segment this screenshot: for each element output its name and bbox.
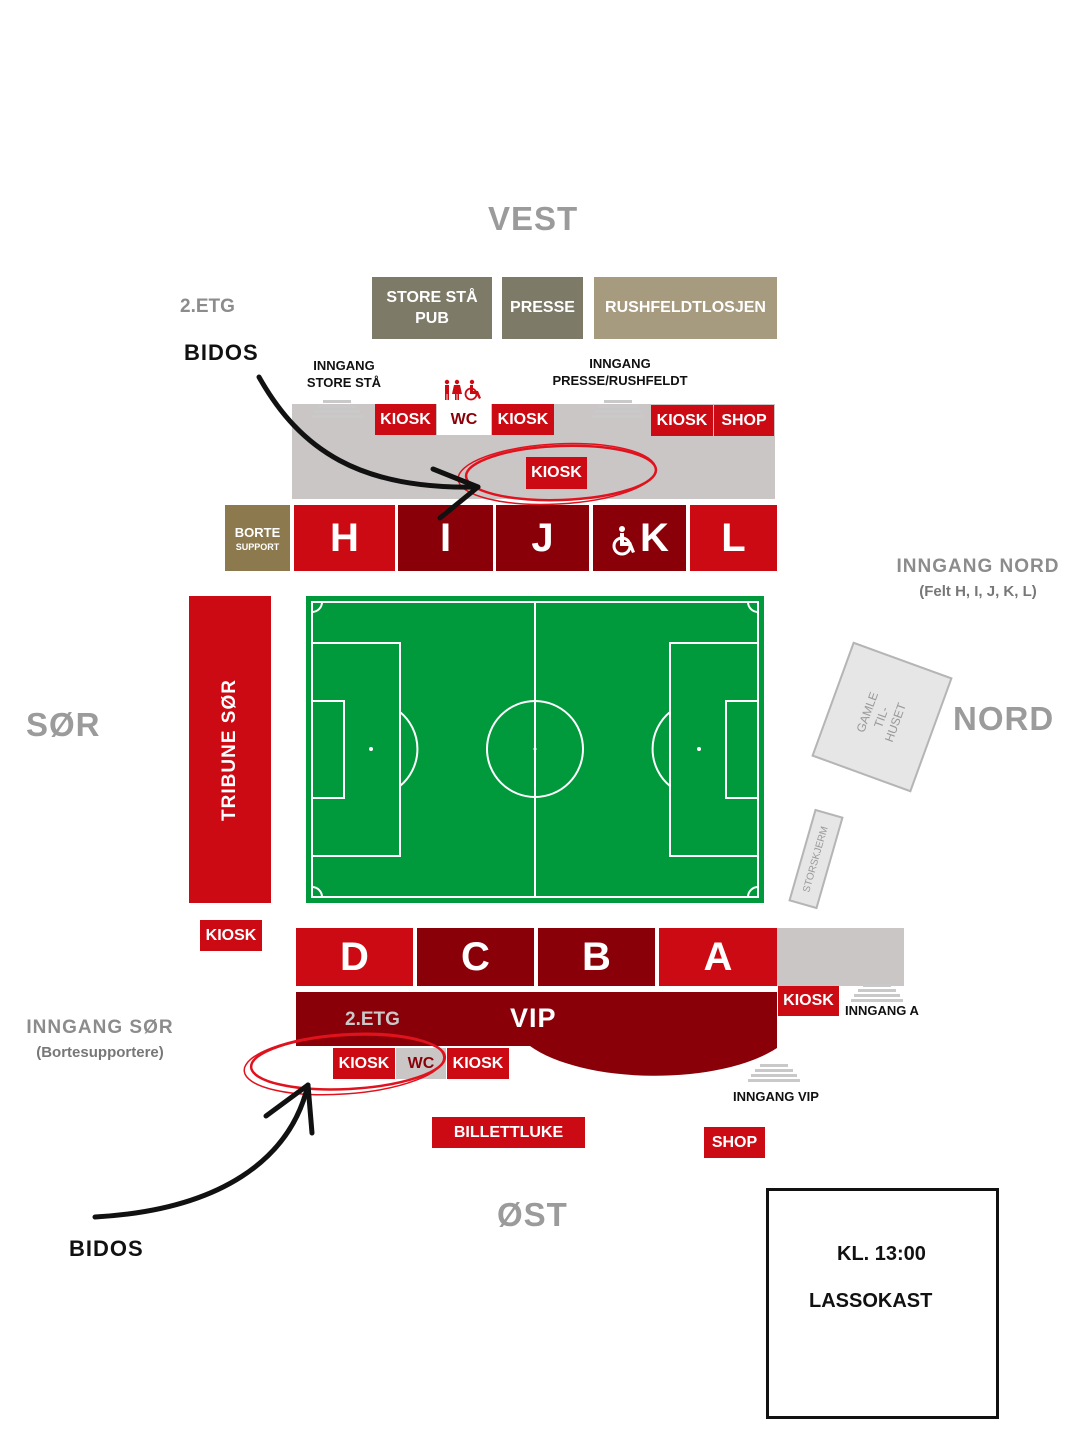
east-kiosk-right[interactable]: KIOSK: [447, 1048, 509, 1079]
borte-support-label-2: SUPPORT: [235, 541, 280, 552]
presse-label: PRESSE: [510, 299, 575, 316]
section-c-label: C: [461, 934, 490, 979]
entrance-a-label: INNGANG A: [845, 1003, 919, 1018]
store-sta-pub[interactable]: STORE STÅ PUB: [372, 277, 492, 339]
billettluke-label: BILLETTLUKE: [453, 1123, 564, 1141]
section-k[interactable]: K: [593, 505, 686, 571]
vip-upper-floor-label: 2.ETG: [345, 1009, 400, 1030]
section-d-label: D: [340, 934, 369, 979]
tribune-sor-label: TRIBUNE SØR: [219, 678, 240, 821]
west-kiosk-2-label: KIOSK: [497, 410, 549, 428]
wheelchair-icon: [610, 522, 638, 556]
west-wc[interactable]: WC: [437, 404, 491, 435]
section-d[interactable]: D: [296, 928, 413, 986]
entrance-vip-label: INNGANG VIP: [733, 1089, 819, 1104]
entrance-presse-label: INNGANG PRESSE/RUSHFELDT: [552, 356, 688, 388]
vip-area[interactable]: 2.ETG VIP: [296, 992, 777, 1098]
east-concourse-a: [777, 928, 904, 986]
stairs-store-sta-icon: [311, 398, 363, 418]
compass-west: VEST: [488, 200, 579, 237]
entrance-south-title: INNGANG SØR: [26, 1017, 174, 1038]
borte-support-label-1: BORTE: [234, 524, 281, 540]
west-kiosk-1-label: KIOSK: [380, 410, 431, 428]
section-i-label: I: [439, 515, 452, 560]
gamle-til-huset[interactable]: GAMLE TIL-HUSET: [811, 641, 953, 793]
west-kiosk-1[interactable]: KIOSK: [375, 404, 436, 435]
south-kiosk-label: KIOSK: [205, 926, 257, 944]
vip-label: VIP: [510, 1003, 557, 1033]
stairs-presse-icon: [592, 398, 644, 418]
section-b[interactable]: B: [538, 928, 655, 986]
kiosk-a-label: KIOSK: [783, 992, 834, 1009]
east-wc[interactable]: WC: [396, 1048, 446, 1079]
football-pitch: [306, 596, 764, 903]
west-upper-floor-label: 2.ETG: [180, 296, 235, 317]
bidos-label-bottom: BIDOS: [69, 1236, 144, 1261]
section-c[interactable]: C: [417, 928, 534, 986]
rushfeldtlosjen-label: RUSHFELDTLOSJEN: [605, 299, 766, 316]
east-kiosk-right-label: KIOSK: [452, 1054, 504, 1072]
section-l-label: L: [721, 515, 746, 560]
presse[interactable]: PRESSE: [502, 277, 583, 339]
borte-support[interactable]: BORTE SUPPORT: [225, 505, 290, 571]
store-sta-pub-label: STORE STÅ PUB: [386, 289, 478, 327]
bidos-arrow-bottom: [92, 1082, 315, 1220]
east-wc-label: WC: [407, 1054, 435, 1072]
east-kiosk-left[interactable]: KIOSK: [333, 1048, 395, 1079]
west-kiosk-3-label: KIOSK: [656, 411, 708, 429]
compass-east: ØST: [497, 1196, 568, 1233]
west-kiosk-2[interactable]: KIOSK: [492, 404, 554, 435]
kiosk-a[interactable]: KIOSK: [778, 986, 839, 1016]
stairs-vip-icon: [748, 1062, 800, 1082]
section-b-label: B: [582, 934, 611, 979]
tribune-sor[interactable]: TRIBUNE SØR: [189, 596, 271, 903]
gamle-til-huset-label: GAMLE TIL-HUSET: [853, 689, 910, 744]
billettluke[interactable]: BILLETTLUKE: [432, 1117, 585, 1148]
south-kiosk[interactable]: KIOSK: [200, 920, 262, 951]
east-shop-label: SHOP: [711, 1133, 758, 1151]
compass-north: NORD: [953, 700, 1055, 737]
entrance-store-sta-label: INNGANG STORE STÅ: [306, 358, 382, 390]
section-k-label: K: [640, 515, 669, 560]
event-time: KL. 13:00: [837, 1243, 926, 1265]
event-box: KL. 13:00 LASSOKAST: [766, 1188, 999, 1419]
rushfeldtlosjen[interactable]: RUSHFELDTLOSJEN: [594, 277, 777, 339]
entrance-south-subtitle: (Bortesupportere): [36, 1044, 164, 1061]
stairs-a-icon: [851, 982, 903, 1002]
section-i[interactable]: I: [398, 505, 493, 571]
west-kiosk-circled-label: KIOSK: [531, 464, 582, 481]
section-h-label: H: [330, 515, 359, 560]
west-shop[interactable]: SHOP: [714, 405, 774, 436]
section-j[interactable]: J: [496, 505, 589, 571]
section-h[interactable]: H: [294, 505, 395, 571]
event-title: LASSOKAST: [809, 1290, 933, 1312]
entrance-north-subtitle: (Felt H, I, J, K, L): [919, 583, 1037, 600]
wc-people-icon: [443, 379, 485, 401]
bidos-label-top: BIDOS: [184, 340, 259, 365]
west-kiosk-3[interactable]: KIOSK: [651, 405, 713, 436]
section-a-label: A: [703, 934, 733, 979]
section-l[interactable]: L: [690, 505, 777, 571]
west-kiosk-circled[interactable]: KIOSK: [526, 457, 587, 489]
east-shop[interactable]: SHOP: [704, 1127, 765, 1158]
east-kiosk-left-label: KIOSK: [338, 1054, 390, 1072]
section-j-label: J: [531, 515, 554, 560]
entrance-north-title: INNGANG NORD: [896, 556, 1060, 577]
storskjerm-label: STORSKJERM: [801, 824, 831, 894]
west-shop-label: SHOP: [721, 411, 767, 429]
compass-south: SØR: [26, 706, 101, 743]
section-a[interactable]: A: [659, 928, 777, 986]
west-wc-label: WC: [450, 410, 478, 428]
storskjerm[interactable]: STORSKJERM: [788, 808, 844, 910]
